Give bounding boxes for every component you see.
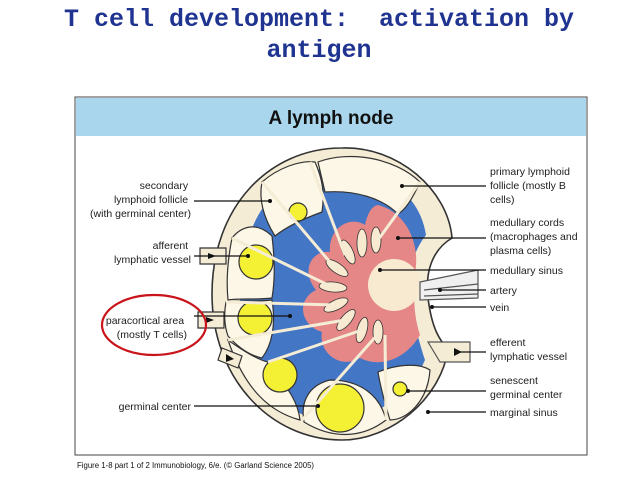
label-artery: artery bbox=[490, 285, 518, 297]
label-germinal-center: germinal center bbox=[119, 401, 192, 413]
label-primary-follicle: primary lymphoid follicle (mostly B cell… bbox=[490, 166, 573, 206]
label-vein: vein bbox=[490, 302, 509, 314]
left-leader-lines bbox=[194, 199, 320, 408]
label-marginal-sinus: marginal sinus bbox=[490, 407, 558, 419]
label-paracortical: paracortical area (mostly T cells) bbox=[106, 315, 187, 341]
right-leader-lines bbox=[378, 184, 486, 414]
efferent-vessel-shape bbox=[426, 341, 471, 363]
hilum-vessels bbox=[419, 269, 479, 363]
paracortical-highlight bbox=[100, 293, 208, 357]
title-line-2: antigen bbox=[266, 36, 372, 65]
lymph-node bbox=[197, 147, 479, 441]
gc-3 bbox=[237, 300, 273, 336]
primary-follicle bbox=[317, 155, 421, 215]
label-medullary-sinus: medullary sinus bbox=[490, 265, 563, 277]
gc-senescent bbox=[392, 381, 408, 397]
label-secondary-follicle: secondary lymphoid follicle (with germin… bbox=[90, 180, 191, 220]
figure-header-bar bbox=[76, 98, 586, 136]
label-medullary-cords: medullary cords (macrophages and plasma … bbox=[490, 217, 580, 257]
gc-4 bbox=[262, 357, 298, 393]
figure-caption: Figure 1-8 part 1 of 2 Immunobiology, 6/… bbox=[77, 461, 314, 470]
label-senescent: senescent germinal center bbox=[490, 375, 563, 401]
slide-title: T cell development: activation by antige… bbox=[0, 4, 638, 66]
label-afferent: afferent lymphatic vessel bbox=[114, 240, 191, 266]
title-line-1: T cell development: activation by bbox=[63, 5, 575, 34]
figure-header: A lymph node bbox=[269, 108, 394, 129]
gc-5 bbox=[315, 383, 365, 433]
follicle-upper-left bbox=[260, 161, 324, 237]
label-efferent: efferent lymphatic vessel bbox=[490, 337, 567, 363]
